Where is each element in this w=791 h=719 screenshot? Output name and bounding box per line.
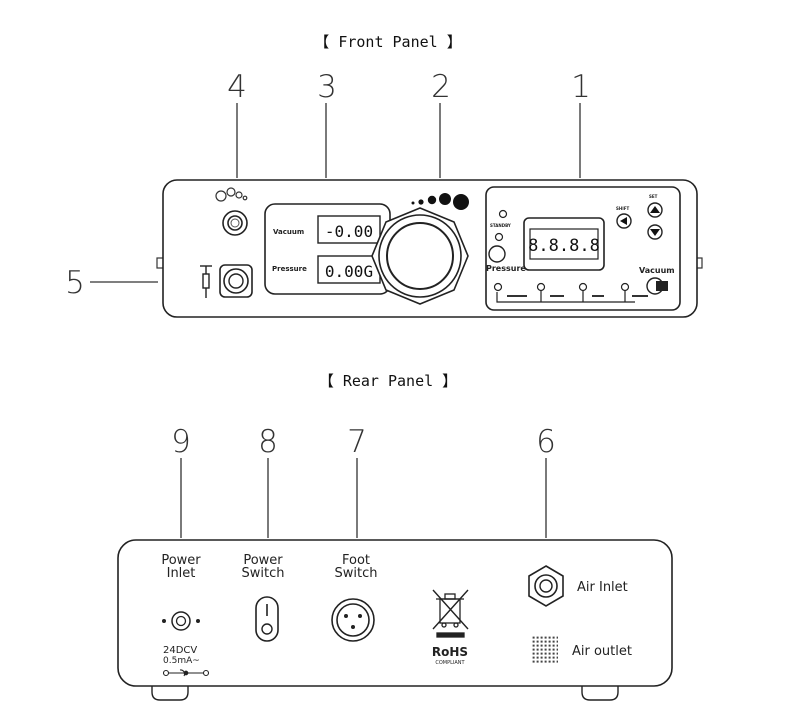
air-outlet-label: Air outlet	[572, 644, 632, 659]
foot-switch-connector[interactable]	[331, 598, 375, 642]
pressure-button[interactable]	[488, 245, 506, 263]
power-inlet-jack[interactable]	[162, 611, 200, 631]
rohs-mark: RoHS	[432, 645, 468, 659]
power-switch-label-1: Power	[243, 553, 283, 568]
current-rating: 0.5mA~	[163, 656, 200, 666]
pressure-value: 0.00G	[325, 262, 373, 281]
bubbles-icon	[215, 187, 248, 202]
left-arrow-icon	[620, 217, 627, 225]
callout-9: 9	[171, 424, 191, 460]
standby-led	[498, 209, 508, 219]
power-switch[interactable]	[255, 596, 279, 642]
vacuum-button-label: Vacuum	[639, 266, 675, 275]
rear-panel: Power Inlet 24DCV 0.5mA~ Power Switch Fo…	[117, 539, 673, 701]
foot-switch-label-1: Foot	[342, 553, 370, 568]
callout-3: 3	[317, 69, 337, 105]
callout-5: 5	[65, 265, 85, 301]
regulator-knob[interactable]	[371, 207, 469, 305]
rear-callouts: 9 8 7 6	[171, 424, 556, 538]
air-inlet-label: Air Inlet	[577, 580, 628, 595]
callout-7: 7	[347, 424, 367, 460]
callout-1: 1	[571, 69, 591, 105]
power-inlet-label-1: Power	[161, 553, 201, 568]
front-panel-title: 【 Front Panel 】	[314, 33, 461, 51]
front-callouts: 4 3 2 1 5	[65, 69, 591, 301]
air-inlet-connector[interactable]	[528, 565, 564, 607]
power-inlet-label-2: Inlet	[167, 566, 196, 581]
pressure-dots-icon	[411, 193, 469, 210]
polarity-icon	[162, 669, 210, 677]
standby-label: STANDBY	[490, 223, 511, 228]
pressure-led	[494, 232, 504, 242]
mode-led-row	[493, 282, 635, 303]
voltage-rating: 24DCV	[163, 645, 197, 656]
callout-4: 4	[227, 69, 247, 105]
vacuum-button[interactable]	[646, 277, 668, 295]
up-arrow-icon	[650, 206, 660, 213]
air-outlet-connector[interactable]	[219, 264, 253, 298]
foot-switch-label-2: Switch	[335, 566, 378, 581]
air-outlet-grille	[532, 636, 558, 664]
vacuum-label: Vacuum	[273, 228, 304, 236]
led-display-value: 8.8.8.8	[528, 236, 600, 256]
callout-6: 6	[536, 424, 556, 460]
syringe-icon	[200, 265, 212, 298]
front-panel: Vacuum -0.00 Pressure 0.00G STANDBY Pres…	[156, 179, 703, 318]
callout-8: 8	[258, 424, 278, 460]
shift-label: SHIFT	[616, 206, 629, 211]
down-arrow-icon	[650, 229, 660, 236]
rear-panel-title: 【 Rear Panel 】	[319, 372, 457, 390]
pressure-button-label: Pressure	[486, 264, 526, 273]
mode-led-captions	[507, 295, 648, 297]
power-switch-label-2: Switch	[242, 566, 285, 581]
set-label: SET	[649, 194, 658, 199]
callout-2: 2	[431, 69, 451, 105]
rohs-compliant: COMPLIANT	[435, 660, 465, 666]
pressure-label: Pressure	[272, 265, 307, 273]
weee-bin-icon	[432, 589, 469, 638]
vacuum-outlet-connector[interactable]	[222, 210, 248, 236]
vacuum-value: -0.00	[325, 222, 373, 241]
vacuum-display	[317, 215, 381, 244]
rear-panel-body	[117, 539, 673, 687]
